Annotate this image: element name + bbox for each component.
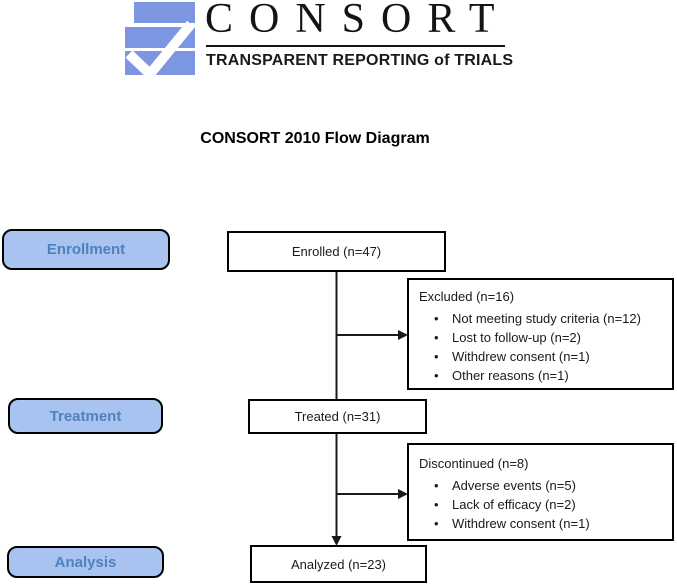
reason-item: Withdrew consent (n=1) [419,347,666,366]
reason-item: Not meeting study criteria (n=12) [419,309,666,328]
reason-item: Adverse events (n=5) [419,476,666,495]
reason-item: Lack of efficacy (n=2) [419,495,666,514]
enrolled-box: Enrolled (n=47) [227,231,446,272]
discontinued-title: Discontinued (n=8) [419,456,529,471]
discontinued-reason-list: Adverse events (n=5)Lack of efficacy (n=… [419,476,666,533]
discontinued-box: Discontinued (n=8) Adverse events (n=5)L… [407,443,674,541]
reason-item: Withdrew consent (n=1) [419,514,666,533]
reason-item: Other reasons (n=1) [419,366,666,385]
logo-wordmark: CONSORT [205,0,511,42]
logo-underline [206,45,505,47]
stage-label-enrollment: Enrollment [2,229,170,270]
reason-item: Lost to follow-up (n=2) [419,328,666,347]
logo-tagline: TRANSPARENT REPORTING of TRIALS [206,52,514,69]
stage-label-treatment: Treatment [8,398,163,434]
diagram-title: CONSORT 2010 Flow Diagram [200,130,430,147]
treated-box: Treated (n=31) [248,399,427,434]
stage-label-analysis: Analysis [7,546,164,578]
logo-check-stroke [125,20,195,78]
excluded-box: Excluded (n=16) Not meeting study criter… [407,278,674,390]
consort-logo-icon [125,2,195,78]
excluded-title: Excluded (n=16) [419,289,515,304]
analyzed-box: Analyzed (n=23) [250,545,427,583]
excluded-reason-list: Not meeting study criteria (n=12)Lost to… [419,309,666,385]
